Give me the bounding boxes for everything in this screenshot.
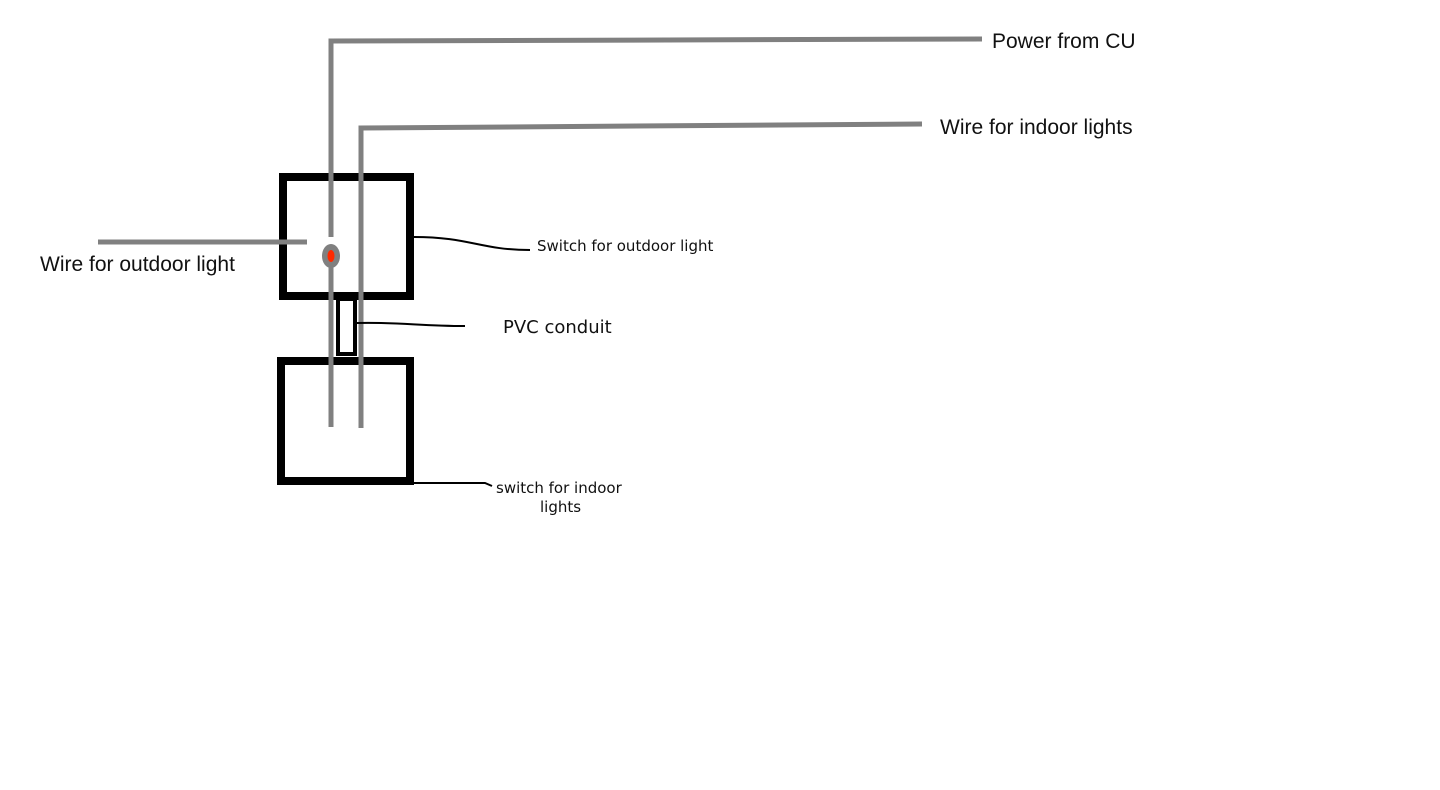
outdoor-wire-label: Wire for outdoor light — [40, 253, 235, 276]
indoor-switch-leader — [414, 482, 493, 487]
conduit-label: PVC conduit — [503, 317, 612, 338]
power-label: Power from CU — [992, 30, 1136, 53]
indoor-switch-label-line2: lights — [540, 498, 581, 516]
outdoor-switch-leader — [413, 236, 531, 251]
pvc-conduit — [336, 297, 357, 356]
indoor-wire-label: Wire for indoor lights — [940, 116, 1133, 139]
power-wire — [328, 36, 983, 237]
outdoor-switch-label: Switch for outdoor light — [537, 237, 713, 255]
outdoor-switch-box — [279, 173, 414, 300]
indoor-switch-box — [277, 357, 414, 485]
indoor-lights-wire — [358, 121, 923, 428]
indicator-light-red — [327, 250, 335, 262]
indoor-switch-label-line1: switch for indoor — [496, 479, 623, 497]
conduit-leader — [356, 321, 466, 327]
